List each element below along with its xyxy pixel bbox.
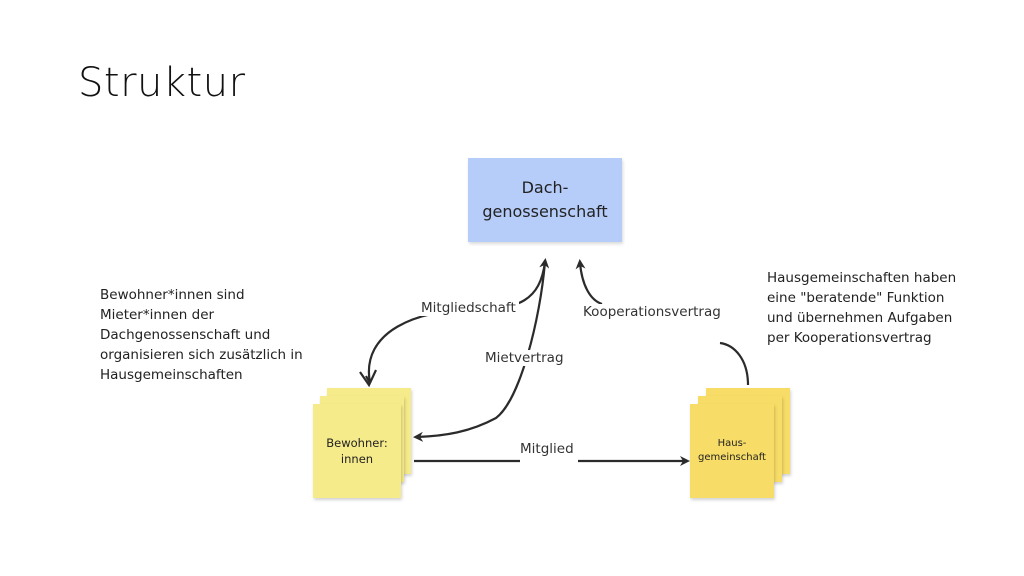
arrow-mietvertrag — [413, 261, 547, 442]
left-note: Bewohner*innen sind Mieter*innen der Dac… — [100, 287, 303, 383]
arrow-kooperationsvertrag-upper — [575, 259, 603, 306]
right-note: Hausgemeinschaften haben eine "beratende… — [767, 270, 957, 346]
arrowhead-mitgliedschaft — [359, 369, 377, 388]
hausgemeinschaft-stack: Haus- gemeinschaft — [690, 388, 792, 498]
edge-label-mitglied: Mitglied — [517, 441, 577, 457]
arrow-kooperationsvertrag-lower — [719, 341, 750, 386]
bewohner-stack: Bewohner: innen — [313, 388, 413, 498]
hausgemeinschaft-label: Haus- gemeinschaft — [698, 438, 766, 463]
bewohner-node: Bewohner: innen — [313, 404, 401, 498]
hausgemeinschaft-node: Haus- gemeinschaft — [690, 404, 774, 498]
dachgenossenschaft-label: Dach- genossenschaft — [482, 178, 608, 221]
edge-label-mitgliedschaft: Mitgliedschaft — [418, 300, 519, 316]
edge-label-mietvertrag: Mietvertrag — [482, 350, 567, 366]
slide-title: Struktur — [78, 60, 246, 106]
edge-label-kooperationsvertrag: Kooperationsvertrag — [580, 304, 724, 320]
bewohner-label: Bewohner: innen — [326, 436, 388, 466]
dachgenossenschaft-box: Dach- genossenschaft — [468, 158, 622, 242]
